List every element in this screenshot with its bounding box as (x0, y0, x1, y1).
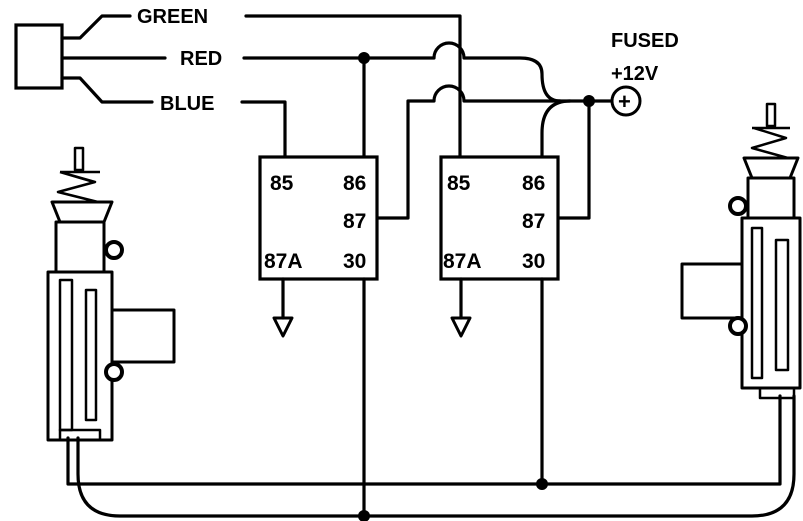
relay1-pin-87a: 87A (264, 250, 303, 273)
actuator-cable-b (76, 394, 796, 518)
ground-icon (450, 277, 472, 338)
blue-wire (240, 100, 287, 159)
green-wire (244, 14, 462, 159)
voltage-label: +12V (611, 63, 659, 85)
junction-dot (358, 52, 370, 64)
door-lock-actuator-left-icon (46, 146, 176, 442)
relay1-pin-30: 30 (343, 250, 366, 273)
blue-wire-label: BLUE (160, 93, 214, 115)
door-lock-actuator-right-icon (680, 102, 802, 400)
red-wire (242, 41, 562, 103)
relay2-pin-85: 85 (447, 172, 471, 195)
relay2-pin-87a: 87A (443, 250, 482, 273)
red-wire-label: RED (180, 48, 222, 70)
fused-label: FUSED (611, 30, 679, 52)
relay-1: 85 86 87 87A 30 (258, 155, 379, 281)
fused-12v-terminal-icon: + (610, 85, 642, 117)
switch-connector-icon (14, 14, 167, 104)
relay2-pin-87: 87 (522, 210, 545, 233)
relay2-86-wire (540, 99, 572, 159)
relay1-pin-86: 86 (343, 172, 366, 195)
plus-symbol: + (618, 89, 631, 114)
relay2-87-wire (556, 99, 591, 220)
relay1-87-wire (375, 84, 562, 220)
green-wire-label: GREEN (137, 6, 208, 28)
junction-dot (583, 95, 595, 107)
relay2-pin-30: 30 (522, 250, 545, 273)
relay-2: 85 86 87 87A 30 (439, 155, 560, 281)
relay2-pin-86: 86 (522, 172, 545, 195)
actuator-cable-a (66, 394, 782, 486)
relay1-pin-87: 87 (343, 210, 366, 233)
ground-icon (272, 277, 294, 338)
relay1-pin-85: 85 (270, 172, 294, 195)
